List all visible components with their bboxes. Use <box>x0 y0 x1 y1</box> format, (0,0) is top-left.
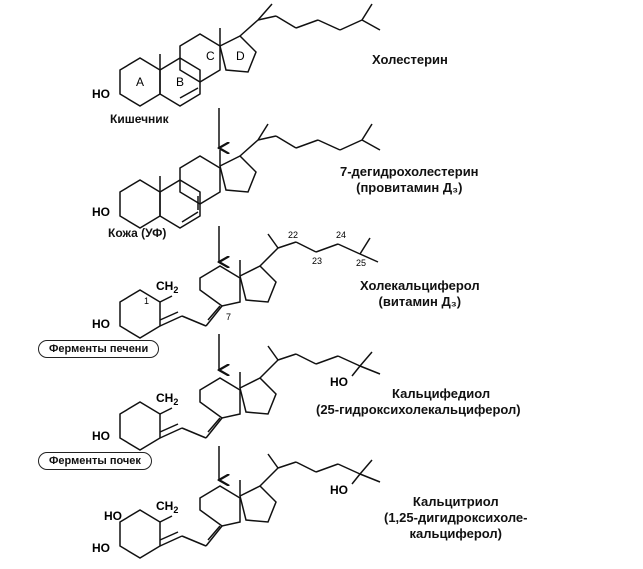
carbon-number-22: 22 <box>288 230 298 240</box>
cholesterol-structure <box>119 3 381 107</box>
carbon-number-23: 23 <box>312 256 322 266</box>
ho-group-2: HO <box>92 205 110 219</box>
compound-subtitle: (провитамин Д₃) <box>356 180 463 195</box>
calcitriol-structure <box>119 453 381 559</box>
cholecalciferol-structure <box>119 233 379 339</box>
compound-subtitle: (витамин Д₃) <box>378 294 462 309</box>
compound-name: Холекальциферол <box>360 278 480 293</box>
step-label-intestine: Кишечник <box>110 112 169 126</box>
compound-label-calcitriol: Кальцитриол (1,25-дигидроксихоле- кальци… <box>384 494 527 542</box>
step-label-liver-enzymes: Ферменты печени <box>38 340 160 358</box>
oh-group-5: HO <box>330 483 348 497</box>
ch2-group-5: CH2 <box>156 499 178 515</box>
step-label-skin-uv: Кожа (УФ) <box>108 226 167 240</box>
carbon-number-24: 24 <box>336 230 346 240</box>
compound-name: Кальцитриол <box>412 494 499 509</box>
ho-group-1: HO <box>92 87 110 101</box>
ho-group-3: HO <box>92 317 110 331</box>
compound-subtitle-cont: кальциферол) <box>409 526 503 541</box>
ring-label-c: C <box>206 49 215 63</box>
ho-group-5b: HO <box>92 541 110 555</box>
calcifediol-structure <box>119 345 381 451</box>
compound-label-calcifediol: Кальцифедиол <box>392 386 490 402</box>
compound-label-dehydrocholesterol: 7-дегидрохолестерин (провитамин Д₃) <box>340 164 479 196</box>
compound-name: Холестерин <box>372 52 448 67</box>
dehydrocholesterol-structure <box>119 123 381 229</box>
ho-group-4: HO <box>92 429 110 443</box>
step-label-kidney-enzymes: Ферменты почек <box>38 452 152 470</box>
ring-label-d: D <box>236 49 245 63</box>
ring-label-b: B <box>176 75 184 89</box>
compound-subtitle: (1,25-дигидроксихоле- <box>384 510 528 525</box>
compound-subtitle: (25-гидроксихолекальциферол) <box>316 402 521 417</box>
carbon-number-25: 25 <box>356 258 366 268</box>
ch2-group-3: CH2 <box>156 279 178 295</box>
compound-label-cholecalciferol: Холекальциферол (витамин Д₃) <box>360 278 480 310</box>
compound-name: 7-дегидрохолестерин <box>340 164 479 179</box>
carbon-number-1: 1 <box>144 296 149 306</box>
oh-group-4: HO <box>330 375 348 389</box>
ring-label-a: A <box>136 75 144 89</box>
compound-label-cholesterol: Холестерин <box>372 52 448 68</box>
compound-name: Кальцифедиол <box>392 386 491 401</box>
ch2-group-4: CH2 <box>156 391 178 407</box>
compound-subtitle-calcifediol: (25-гидроксихолекальциферол) <box>316 402 521 418</box>
carbon-number-7: 7 <box>226 312 231 322</box>
ho-group-5a: HO <box>104 509 122 523</box>
